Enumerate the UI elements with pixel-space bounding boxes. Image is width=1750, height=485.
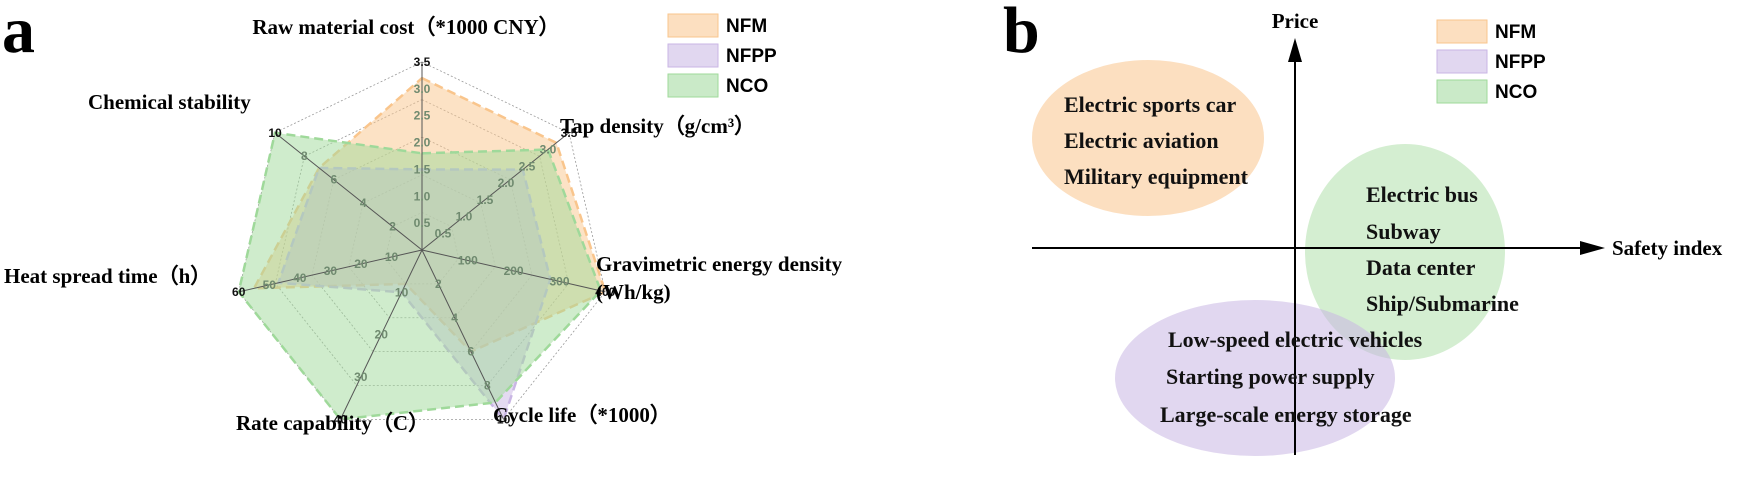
application-labels: Electric sports car Electric aviation Mi… xyxy=(1064,92,1519,427)
quadrant-axes: Price Safety index xyxy=(1032,9,1723,455)
nco-app-2: Subway xyxy=(1366,219,1441,244)
legend-swatch-nfpp xyxy=(1436,49,1488,74)
tick-label: 3.0 xyxy=(540,143,557,157)
radar-axis-line xyxy=(238,249,423,293)
tick-label: 6 xyxy=(468,345,475,359)
series-nco-polygon xyxy=(237,131,603,421)
tick-label: 40 xyxy=(334,412,348,426)
nfm-app-3: Military equipment xyxy=(1064,164,1249,189)
tick-label: 4 xyxy=(360,196,367,210)
tick-label: 3.5 xyxy=(414,55,431,69)
x-axis-title: Safety index xyxy=(1612,236,1723,260)
radar-axis-line xyxy=(421,249,606,293)
tick-label: 3.5 xyxy=(561,126,578,140)
nfpp-app-3: Large-scale energy storage xyxy=(1160,402,1412,427)
nfm-bubble xyxy=(1032,60,1264,216)
radar-axis-line xyxy=(421,249,505,420)
tick-label: 10 xyxy=(497,412,511,426)
radar-chart: 0.5 1.0 1.5 2.0 2.5 3.0 3.5 0.5 1.0 1.5 2.0 2.5 3.0 3… xyxy=(4,15,843,435)
y-axis-title: Price xyxy=(1272,9,1319,33)
panel-a-letter: a xyxy=(2,0,35,67)
axis-label-line2: (Wh/kg) xyxy=(596,280,671,304)
radar-series xyxy=(237,76,607,422)
radar-ticks: 0.5 1.0 1.5 2.0 2.5 3.0 3.5 0.5 1.0 1.5 2.0 2.5 3.0 3… xyxy=(232,55,616,426)
legend-a: NFM NFPP NCO xyxy=(667,13,777,98)
nco-bubble xyxy=(1305,144,1505,360)
legend-label-nco: NCO xyxy=(726,76,768,97)
tick-label: 30 xyxy=(324,264,338,278)
axis-label: Cycle life（*1000） xyxy=(493,403,671,427)
nco-app-4: Ship/Submarine xyxy=(1366,291,1519,316)
tick-label: 20 xyxy=(375,328,389,342)
tick-label: 2 xyxy=(435,277,442,291)
legend-label-nfpp: NFPP xyxy=(1495,52,1546,73)
axis-label: Heat spread time（h） xyxy=(4,264,211,288)
legend-b: NFM NFPP NCO xyxy=(1436,19,1546,104)
legend-label-nfm: NFM xyxy=(1495,22,1536,43)
tick-label: 2.5 xyxy=(519,159,536,173)
tick-label: 10 xyxy=(385,250,399,264)
tick-label: 2.0 xyxy=(414,136,431,150)
tick-label: 8 xyxy=(301,149,308,163)
tick-label: 8 xyxy=(484,379,491,393)
legend-swatch-nco xyxy=(667,73,719,98)
tick-label: 2.0 xyxy=(498,176,515,190)
tick-label: 100 xyxy=(458,254,478,268)
legend-swatch-nfm xyxy=(667,13,719,38)
radar-axis-line xyxy=(339,249,423,420)
tick-label: 3.0 xyxy=(414,82,431,96)
axis-label: Chemical stability xyxy=(88,90,251,114)
legend-label-nfm: NFM xyxy=(726,16,767,37)
tick-label: 20 xyxy=(354,257,368,271)
legend-swatch-nco xyxy=(1436,79,1488,104)
tick-label: 1.5 xyxy=(477,193,494,207)
nfm-app-2: Electric aviation xyxy=(1064,128,1219,153)
application-bubbles xyxy=(1032,60,1505,456)
radar-axes xyxy=(238,62,606,420)
tick-label: 10 xyxy=(395,285,409,299)
nfpp-bubble xyxy=(1115,300,1395,456)
tick-label: 2.5 xyxy=(414,109,431,123)
legend-swatch-nfpp xyxy=(667,43,719,68)
tick-label: 6 xyxy=(330,173,337,187)
tick-label: 0.5 xyxy=(414,216,431,230)
nco-app-1: Electric bus xyxy=(1366,182,1478,207)
axis-label: Gravimetric energy density xyxy=(596,252,843,276)
nfpp-app-2: Starting power supply xyxy=(1166,364,1375,389)
axis-label: Raw material cost（*1000 CNY） xyxy=(252,15,559,39)
tick-label: 30 xyxy=(354,370,368,384)
tick-label: 2 xyxy=(389,220,396,234)
tick-label: 4 xyxy=(451,311,458,325)
tick-label: 400 xyxy=(595,285,615,299)
legend-swatch-nfm xyxy=(1436,19,1488,44)
y-axis-arrow xyxy=(1288,38,1302,62)
tick-label: 1.0 xyxy=(414,189,431,203)
tick-label: 300 xyxy=(549,274,569,288)
tick-label: 60 xyxy=(232,285,246,299)
tick-label: 50 xyxy=(263,278,277,292)
radar-axis-line xyxy=(274,132,423,251)
legend-label-nfpp: NFPP xyxy=(726,46,777,67)
radar-axis-line xyxy=(421,132,570,251)
tick-label: 0.5 xyxy=(435,226,452,240)
tick-label: 40 xyxy=(293,271,307,285)
tick-label: 200 xyxy=(504,264,524,278)
x-axis-arrow xyxy=(1580,241,1605,255)
axis-label: Rate capability（C） xyxy=(236,411,429,435)
nfm-app-1: Electric sports car xyxy=(1064,92,1236,117)
axis-label: Tap density（g/cm³） xyxy=(560,114,755,138)
tick-label: 10 xyxy=(268,126,282,140)
radar-axis-labels: Raw material cost（*1000 CNY） Tap density（… xyxy=(4,15,843,435)
legend-label-nco: NCO xyxy=(1495,82,1537,103)
panel-b-letter: b xyxy=(1003,0,1040,67)
tick-label: 1.5 xyxy=(414,162,431,176)
nco-app-3: Data center xyxy=(1366,255,1476,280)
nfpp-app-1: Low-speed electric vehicles xyxy=(1168,327,1423,352)
tick-label: 1.0 xyxy=(456,210,473,224)
